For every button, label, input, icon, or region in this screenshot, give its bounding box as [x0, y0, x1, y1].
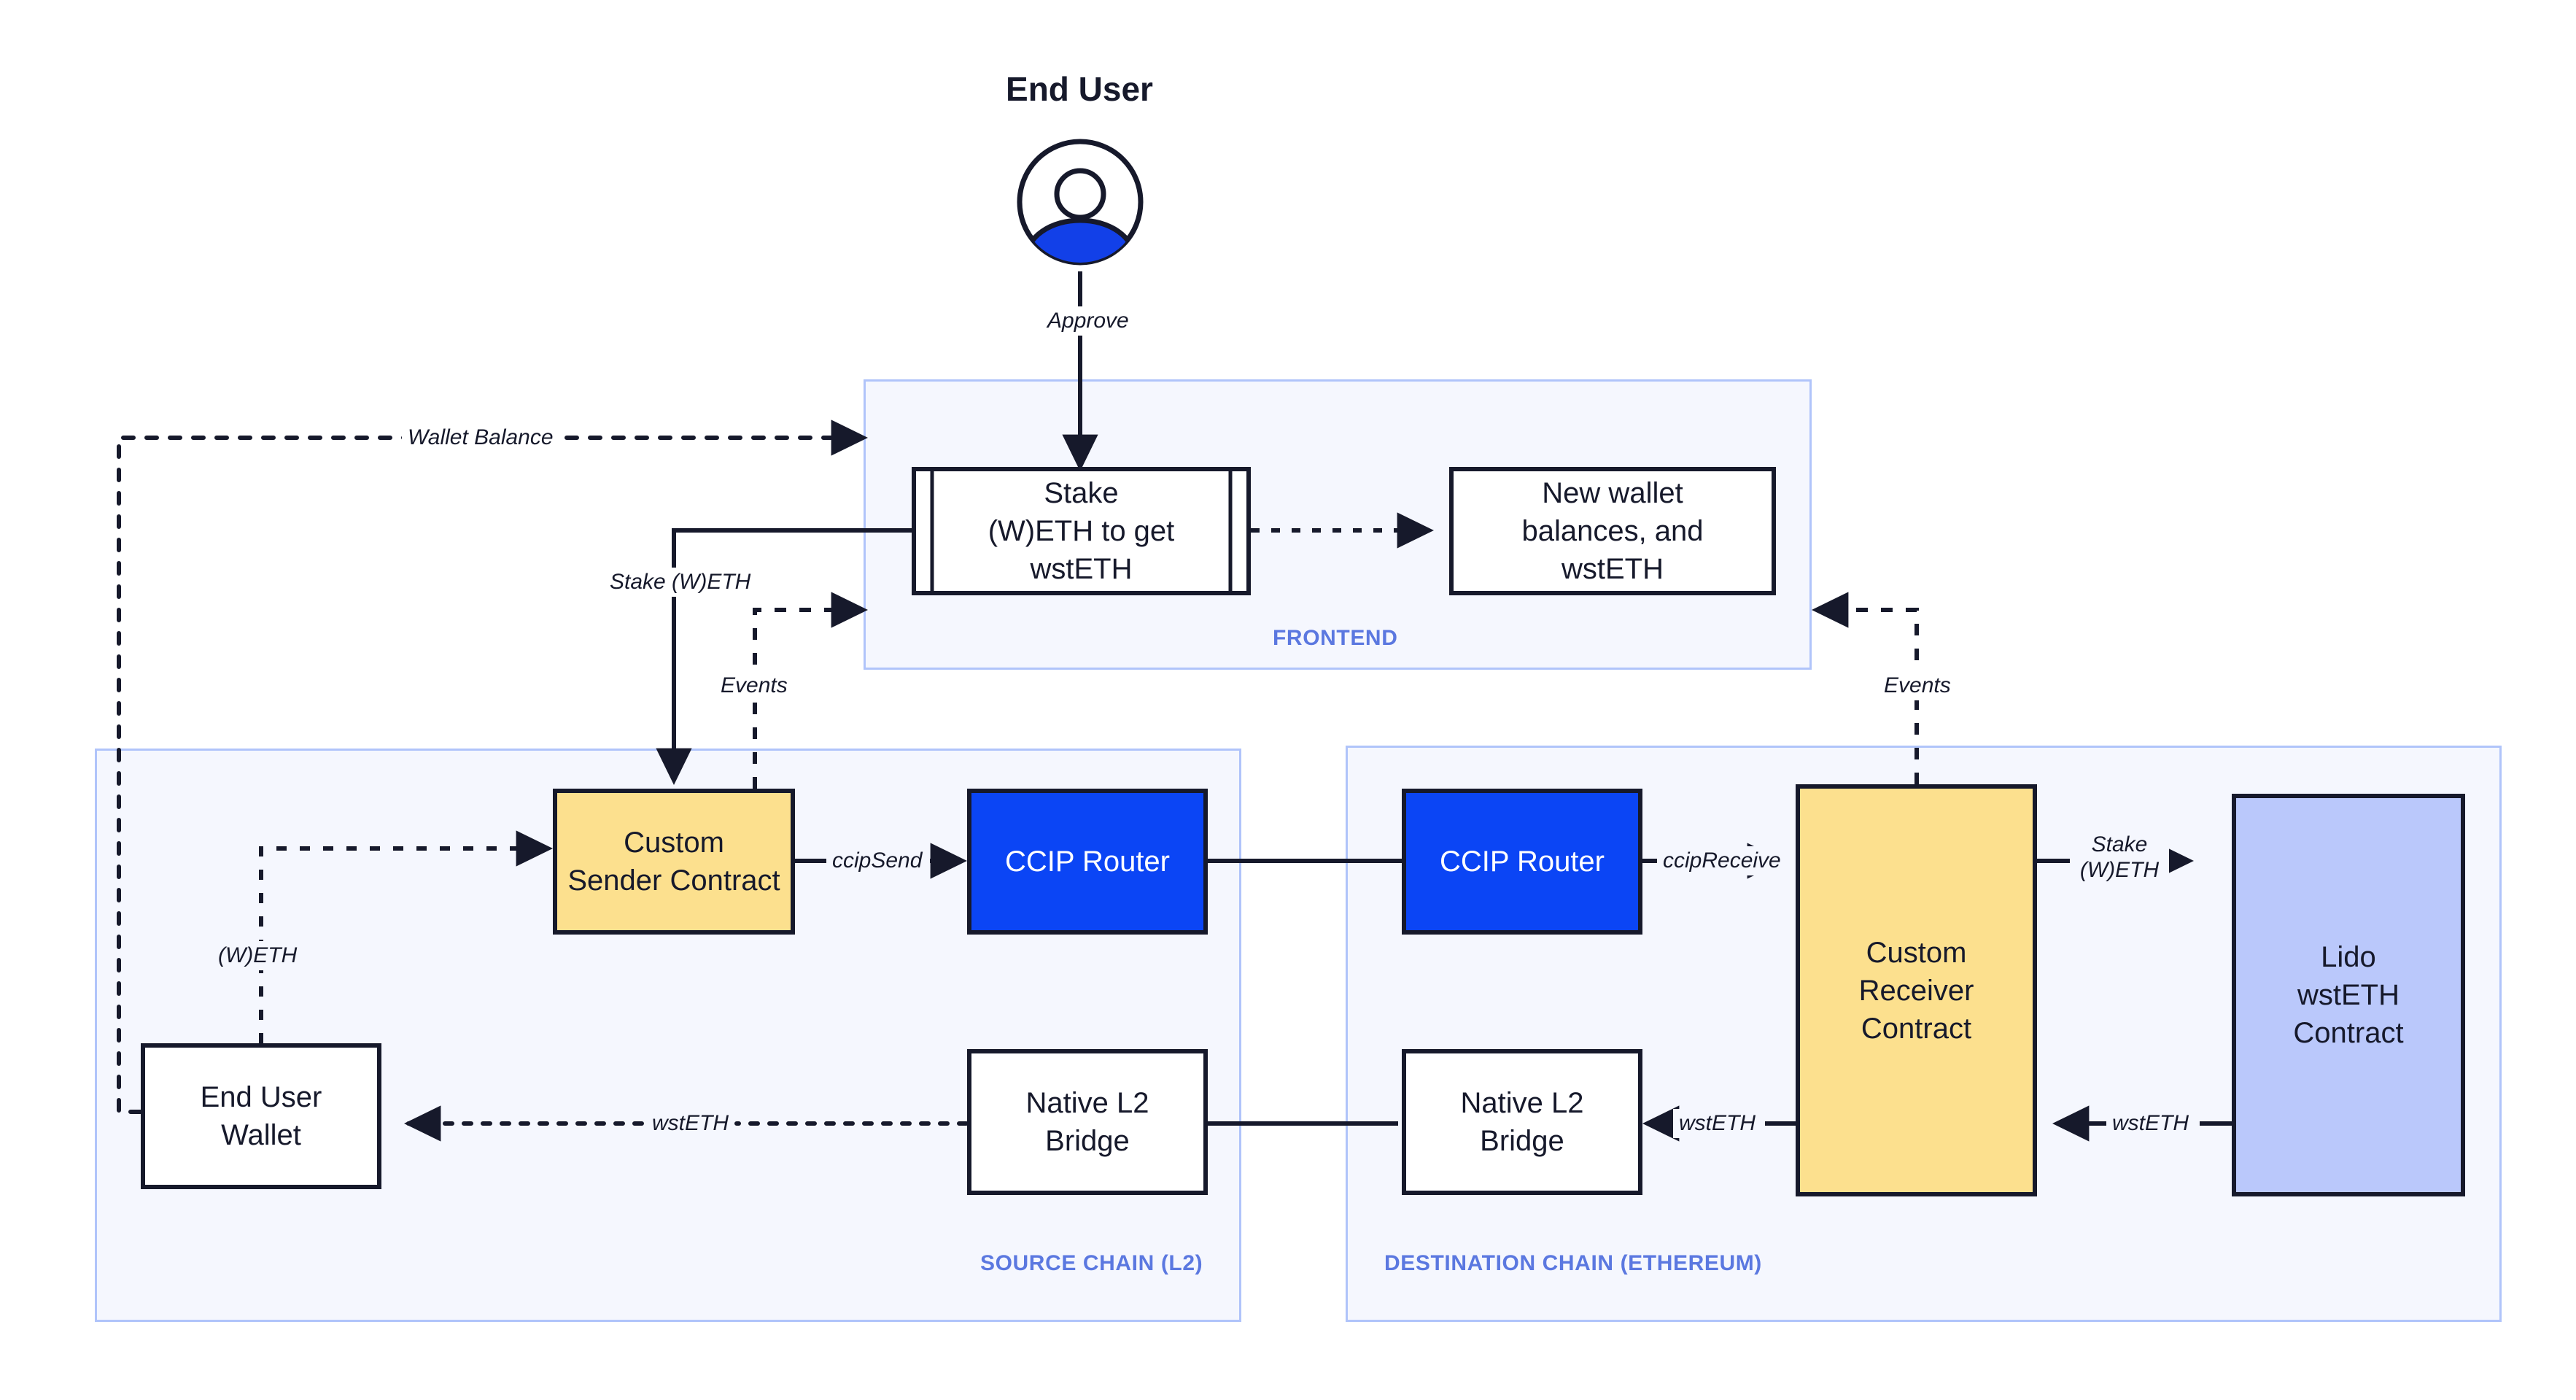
edge-label-wsteth-to-wallet: wstETH — [646, 1109, 734, 1138]
node-new-balances[interactable]: New wallet balances, and wstETH — [1449, 467, 1776, 595]
node-ccip-router-destination[interactable]: CCIP Router — [1402, 789, 1642, 935]
node-native-l2-bridge-source-label: Native L2 Bridge — [1025, 1087, 1149, 1157]
edge-label-wsteth-lido-back: wstETH — [2106, 1109, 2195, 1138]
node-custom-sender[interactable]: Custom Sender Contract — [553, 789, 795, 935]
edge-label-ccipreceive: ccipReceive — [1657, 846, 1787, 875]
node-end-user-wallet[interactable]: End User Wallet — [141, 1043, 381, 1189]
user-avatar-icon — [1017, 139, 1144, 266]
zone-frontend-label: FRONTEND — [1273, 626, 1398, 650]
node-native-l2-bridge-source[interactable]: Native L2 Bridge — [967, 1049, 1208, 1195]
node-lido-wsteth[interactable]: Lido wstETH Contract — [2232, 794, 2465, 1196]
edge-label-approve: Approve — [1041, 306, 1135, 336]
edge-events-destination — [1812, 592, 1919, 784]
edge-weth — [259, 830, 553, 1043]
node-native-l2-bridge-destination[interactable]: Native L2 Bridge — [1402, 1049, 1642, 1195]
node-custom-sender-label: Custom Sender Contract — [567, 827, 780, 897]
edge-label-ccipsend: ccipSend — [826, 846, 928, 875]
edge-label-wsteth-to-bridge: wstETH — [1673, 1109, 1761, 1138]
edge-label-wallet-balance: Wallet Balance — [402, 423, 559, 452]
edge-label-events-destination: Events — [1878, 671, 1957, 700]
node-native-l2-bridge-destination-label: Native L2 Bridge — [1460, 1087, 1584, 1157]
edge-wallet-balance — [117, 419, 868, 1114]
node-custom-receiver[interactable]: Custom Receiver Contract — [1796, 784, 2037, 1196]
edge-label-events-source: Events — [715, 671, 794, 700]
edge-label-stake-weth-lido: Stake (W)ETH — [2070, 830, 2169, 885]
edge-label-stake-weth: Stake (W)ETH — [604, 568, 757, 597]
node-ccip-router-source-label: CCIP Router — [1004, 846, 1170, 878]
edge-label-weth: (W)ETH — [212, 941, 303, 970]
node-custom-receiver-label: Custom Receiver Contract — [1858, 936, 1974, 1045]
node-end-user-wallet-label: End User Wallet — [200, 1081, 322, 1151]
node-lido-wsteth-label: Lido wstETH Contract — [2293, 941, 2404, 1049]
node-new-balances-label: New wallet balances, and wstETH — [1521, 477, 1704, 585]
node-ccip-router-destination-label: CCIP Router — [1439, 846, 1605, 878]
edge-stake-weth — [656, 528, 912, 785]
node-stake-weth-label: Stake (W)ETH to get wstETH — [988, 477, 1175, 585]
zone-source-chain-label: SOURCE CHAIN (L2) — [980, 1251, 1203, 1275]
node-stake-weth[interactable]: Stake (W)ETH to get wstETH — [912, 467, 1251, 595]
node-ccip-router-source[interactable]: CCIP Router — [967, 789, 1208, 935]
zone-destination-chain-label: DESTINATION CHAIN (ETHEREUM) — [1384, 1251, 1762, 1275]
edge-events-source — [753, 592, 868, 789]
page-title: End User — [1006, 70, 1153, 108]
